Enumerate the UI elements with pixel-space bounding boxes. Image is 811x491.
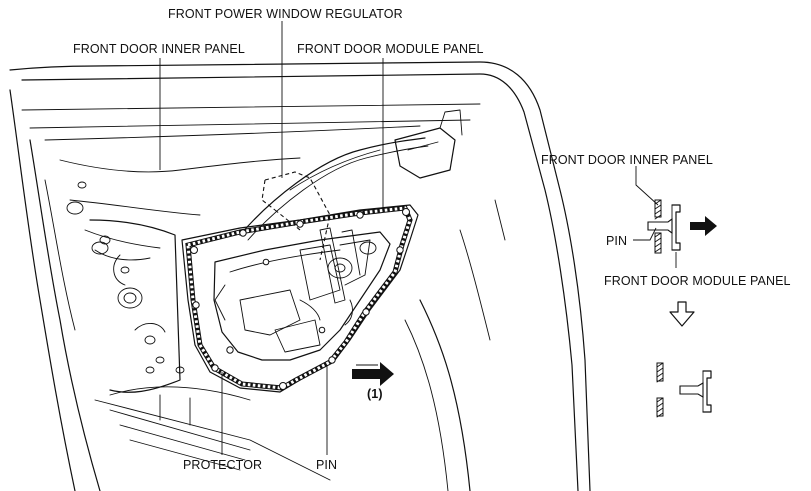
arrow-down-outline-icon [669,301,695,327]
detail-label-front-door-inner-panel: FRONT DOOR INNER PANEL [541,153,713,167]
label-step-1: (1) [367,387,383,401]
label-pin: PIN [316,458,337,472]
pin-detail-inset [633,166,717,418]
label-front-door-inner-panel: FRONT DOOR INNER PANEL [73,42,245,56]
detail-label-pin: PIN [606,234,627,248]
label-front-power-window-regulator: FRONT POWER WINDOW REGULATOR [168,7,403,21]
detail-label-front-door-module-panel: FRONT DOOR MODULE PANEL [604,274,791,288]
label-front-door-module-panel: FRONT DOOR MODULE PANEL [297,42,484,56]
door-drawing [9,61,591,491]
main-leader-lines [159,21,384,455]
arrow-right-icon [352,362,394,386]
label-protector: PROTECTOR [183,458,262,472]
